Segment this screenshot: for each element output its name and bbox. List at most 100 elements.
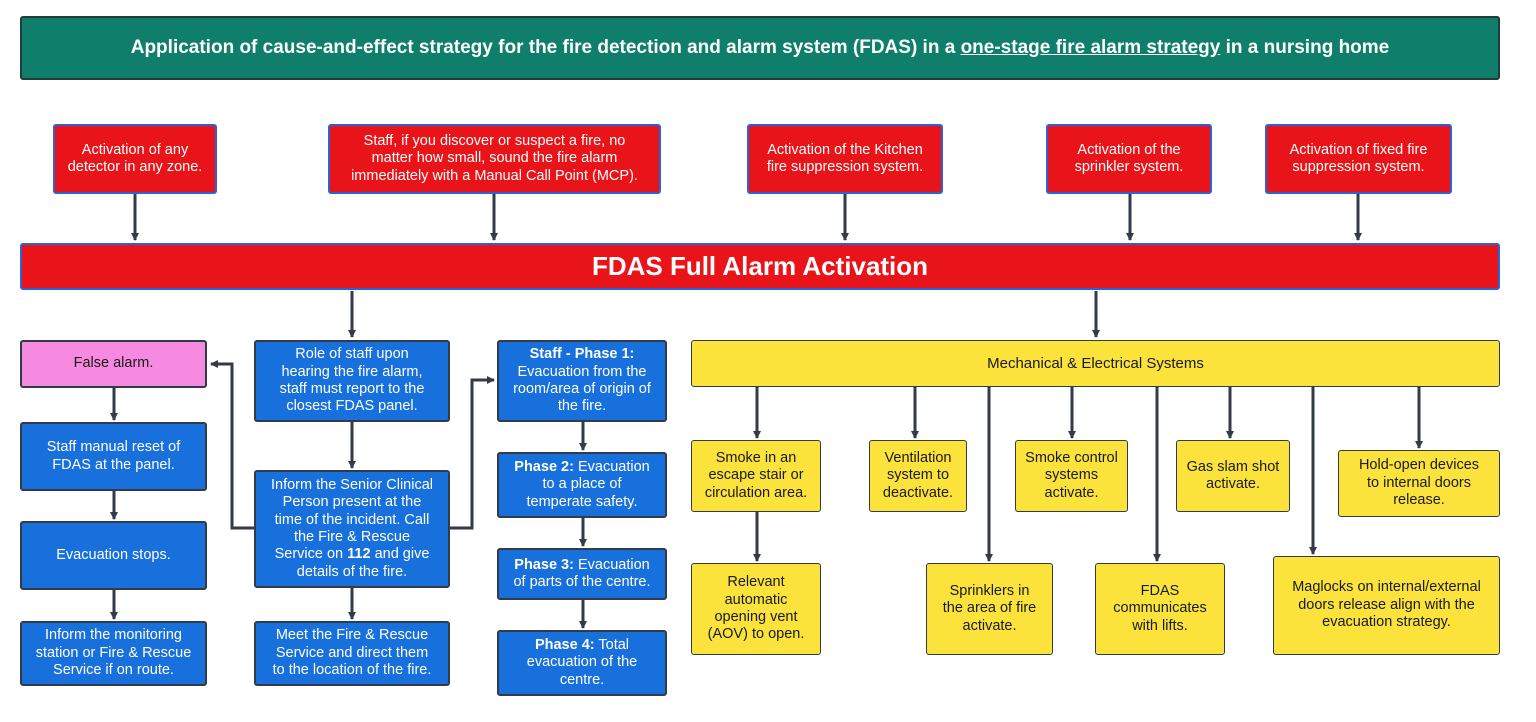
system-text: system to xyxy=(886,467,950,484)
phase-text: the fire. xyxy=(557,398,607,415)
hold-open-devices-box: Hold-open devices to internal doors rele… xyxy=(1338,450,1500,517)
maglocks-box: Maglocks on internal/external doors rele… xyxy=(1273,556,1500,655)
step-text: Staff manual reset of xyxy=(46,439,181,456)
step-text: FDAS at the panel. xyxy=(52,456,175,473)
step-text: Role of staff upon xyxy=(295,346,409,363)
trigger-text: detector in any zone. xyxy=(67,159,203,175)
phase-title: Staff - Phase 1: xyxy=(529,346,635,363)
system-text: automatic xyxy=(724,591,788,608)
system-text: Gas slam shot xyxy=(1186,458,1280,475)
step-text: Service on xyxy=(274,546,348,563)
system-text: Hold-open devices xyxy=(1358,457,1480,474)
mechanical-electrical-systems: Mechanical & Electrical Systems xyxy=(691,340,1500,387)
step-text: Service on 112 and give xyxy=(275,546,430,563)
trigger-text: fire suppression system. xyxy=(766,159,924,175)
step-text: Inform the Senior Clinical xyxy=(271,476,433,493)
step-text: and give xyxy=(370,546,430,563)
trigger-text: suppression system. xyxy=(1292,159,1425,175)
system-text: systems xyxy=(1044,467,1099,484)
sprinklers-area-box: Sprinklers in the area of fire activate. xyxy=(926,563,1053,655)
trigger-text: Activation of any xyxy=(81,141,189,158)
trigger-text: Activation of the xyxy=(1077,141,1181,158)
trigger-text: Activation of the Kitchen xyxy=(767,141,923,158)
step-text: to the location of the fire. xyxy=(272,662,432,679)
phase-title: Phase 4: xyxy=(534,636,595,653)
inform-monitoring-box: Inform the monitoring station or Fire & … xyxy=(20,621,207,686)
step-text: Evacuation stops. xyxy=(56,546,171,563)
phase-1-box: Staff - Phase 1: Evacuation from the roo… xyxy=(497,340,667,422)
smoke-escape-stair-box: Smoke in an escape stair or circulation … xyxy=(691,440,821,512)
trigger-kitchen-suppression: Activation of the Kitchen fire suppressi… xyxy=(747,124,943,194)
meet-fire-rescue-box: Meet the Fire & Rescue Service and direc… xyxy=(254,621,450,686)
trigger-text: Activation of fixed fire xyxy=(1289,141,1428,158)
title-prefix: Application of cause-and-effect strategy… xyxy=(130,37,961,58)
system-text: (AOV) to open. xyxy=(707,626,805,643)
trigger-detector: Activation of any detector in any zone. xyxy=(53,124,217,194)
system-text: to internal doors xyxy=(1367,474,1471,491)
system-text: Ventilation xyxy=(884,449,952,466)
system-text: activate. xyxy=(1206,476,1260,492)
phase-text: centre. xyxy=(559,671,605,688)
step-text: closest FDAS panel. xyxy=(286,398,418,415)
step-text: time of the incident. Call xyxy=(274,511,430,528)
fdas-lifts-box: FDAS communicates with lifts. xyxy=(1095,563,1225,655)
phase-text: to a place of xyxy=(542,476,622,493)
step-text: Inform the monitoring xyxy=(44,627,182,644)
phase-title: Phase 3: xyxy=(514,556,574,573)
phase-text: room/area of origin of xyxy=(513,381,651,397)
system-text: Smoke in an xyxy=(715,449,797,466)
system-text: evacuation strategy. xyxy=(1322,614,1451,631)
trigger-text: immediately with a Manual Call Point (MC… xyxy=(351,167,638,184)
system-text: activate. xyxy=(962,617,1017,634)
false-alarm-label: False alarm. xyxy=(73,355,154,372)
phase-text: Evacuation xyxy=(573,556,650,573)
trigger-manual-call-point: Staff, if you discover or suspect a fire… xyxy=(328,124,661,194)
trigger-text: matter how small, sound the fire alarm xyxy=(371,150,618,167)
system-text: the area of fire xyxy=(942,600,1037,617)
system-text: Maglocks on internal/external xyxy=(1292,579,1481,596)
inform-senior-clinical-box: Inform the Senior Clinical Person presen… xyxy=(254,470,450,588)
diagram-title: Application of cause-and-effect strategy… xyxy=(20,16,1500,80)
trigger-fixed-suppression: Activation of fixed fire suppression sys… xyxy=(1265,124,1452,194)
phase-3-box: Phase 3: Evacuation of parts of the cent… xyxy=(497,548,667,600)
staff-role-box: Role of staff upon hearing the fire alar… xyxy=(254,340,450,422)
step-text: hearing the fire alarm, xyxy=(281,363,423,380)
aov-box: Relevant automatic opening vent (AOV) to… xyxy=(691,563,821,655)
title-underlined: one-stage fire alarm strategy xyxy=(960,37,1221,58)
system-text: communicates xyxy=(1113,600,1207,617)
step-text: staff must report to the xyxy=(279,381,425,397)
system-text: activate. xyxy=(1044,484,1099,501)
system-text: deactivate. xyxy=(882,484,954,501)
phase-title: Phase 2: xyxy=(514,458,574,475)
system-text: circulation area. xyxy=(704,484,808,501)
smoke-control-box: Smoke control systems activate. xyxy=(1015,440,1128,512)
step-text: details of the fire. xyxy=(296,563,408,580)
system-text: escape stair or xyxy=(708,467,804,484)
step-text: Service and direct them xyxy=(275,644,429,661)
fdas-full-alarm-activation: FDAS Full Alarm Activation xyxy=(20,243,1500,290)
step-text: the Fire & Rescue xyxy=(293,529,411,545)
step-text: Person present at the xyxy=(282,494,422,511)
trigger-sprinkler: Activation of the sprinkler system. xyxy=(1046,124,1212,194)
step-text: station or Fire & Rescue xyxy=(35,644,192,661)
trigger-text: Staff, if you discover or suspect a fire… xyxy=(363,132,626,149)
ventilation-box: Ventilation system to deactivate. xyxy=(869,440,967,512)
emergency-number: 112 xyxy=(347,546,371,563)
phase-text: of parts of the centre. xyxy=(513,574,651,590)
phase-first-line: Phase 3: Evacuation xyxy=(514,557,649,574)
trigger-text: sprinkler system. xyxy=(1074,159,1184,175)
step-text: Service if on route. xyxy=(53,662,174,679)
phase-text: temperate safety. xyxy=(526,493,638,510)
system-text: with lifts. xyxy=(1132,617,1188,634)
system-text: FDAS xyxy=(1140,582,1180,599)
phase-text: evacuation of the xyxy=(526,654,638,671)
phase-first-line: Phase 2: Evacuation xyxy=(514,459,649,476)
system-text: Relevant xyxy=(727,574,785,591)
phase-first-line: Phase 4: Total xyxy=(535,637,629,654)
phase-text: Evacuation xyxy=(573,458,650,475)
step-text: Meet the Fire & Rescue xyxy=(275,627,429,644)
manual-reset-box: Staff manual reset of FDAS at the panel. xyxy=(20,422,207,491)
phase-4-box: Phase 4: Total evacuation of the centre. xyxy=(497,630,667,696)
title-suffix: in a nursing home xyxy=(1220,37,1390,58)
phase-text: Total xyxy=(594,636,630,653)
